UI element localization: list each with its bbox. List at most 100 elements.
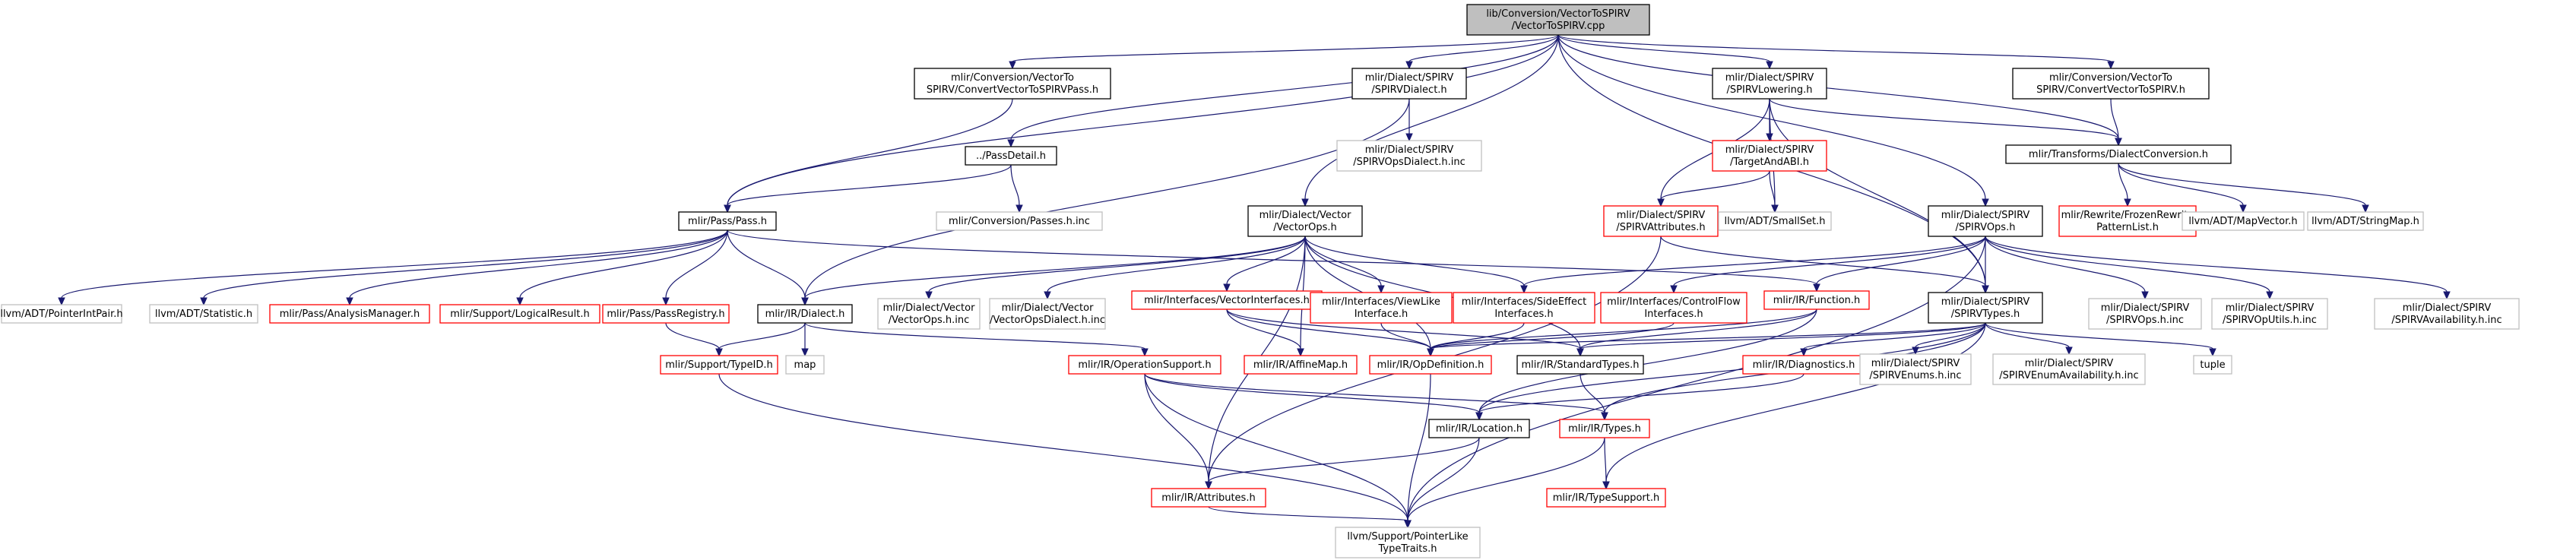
node-pointerintpair[interactable]: llvm/ADT/PointerIntPair.h — [0, 304, 123, 324]
node-passdetail[interactable]: ../PassDetail.h — [965, 146, 1057, 166]
node-box — [2182, 211, 2305, 231]
node-lowering[interactable]: mlir/Dialect/SPIRV/SPIRVLowering.h — [1712, 68, 1827, 100]
node-irdialect[interactable]: mlir/IR/Dialect.h — [757, 304, 853, 324]
node-targetabi[interactable]: mlir/Dialect/SPIRV/TargetAndABI.h — [1712, 140, 1827, 172]
node-typesupport[interactable]: mlir/IR/TypeSupport.h — [1546, 488, 1666, 508]
node-label: llvm/ADT/MapVector.h — [2188, 216, 2297, 227]
node-label: mlir/Dialect/SPIRV — [1617, 210, 1706, 221]
node-label: map — [794, 359, 816, 371]
edge-passh-to-passregistry — [662, 229, 728, 306]
node-convpass[interactable]: mlir/Conversion/VectorToSPIRV/ConvertVec… — [914, 68, 1111, 100]
node-dialectconv[interactable]: mlir/Transforms/DialectConversion.h — [2005, 144, 2232, 164]
node-label: mlir/Dialect/SPIRV — [1365, 144, 1454, 156]
node-spirvopsinc[interactable]: mlir/Dialect/SPIRV/SPIRVOps.h.inc — [2088, 298, 2202, 330]
node-label: mlir/IR/Attributes.h — [1161, 492, 1255, 504]
node-label: /SPIRVDialect.h — [1371, 84, 1446, 96]
node-label: /VectorOpsDialect.h.inc — [990, 315, 1105, 326]
node-label: Interface.h — [1355, 308, 1408, 320]
node-spirvtypes[interactable]: mlir/Dialect/SPIRV/SPIRVTypes.h — [1928, 292, 2043, 324]
node-spirvops[interactable]: mlir/Dialect/SPIRV/SPIRVOps.h — [1928, 205, 2043, 237]
node-diagnostics[interactable]: mlir/IR/Diagnostics.h — [1742, 355, 1865, 375]
node-opdef[interactable]: mlir/IR/OpDefinition.h — [1369, 355, 1492, 375]
node-passes[interactable]: mlir/Conversion/Passes.h.inc — [936, 211, 1103, 231]
edge-vectorops-to-vectorinterfaces — [1223, 236, 1306, 293]
edge-opsupport-to-attributes — [1144, 373, 1212, 490]
node-box — [2088, 298, 2202, 330]
edge-sideeffect-to-opdef — [1427, 322, 1525, 357]
node-map[interactable]: map — [785, 355, 825, 375]
node-box — [1151, 488, 1266, 508]
edge-passh-to-statistic — [200, 229, 728, 306]
node-box — [2307, 211, 2424, 231]
node-box — [1068, 355, 1221, 375]
edge-irdialect-to-map — [801, 323, 809, 357]
node-stdtypes[interactable]: mlir/IR/StandardTypes.h — [1516, 355, 1644, 375]
node-box — [1131, 290, 1323, 310]
node-passh[interactable]: mlir/Pass/Pass.h — [678, 211, 777, 231]
node-spirvenums[interactable]: mlir/Dialect/SPIRV/SPIRVEnums.h.inc — [1859, 353, 1972, 385]
node-vectoropsdialectinc[interactable]: mlir/Dialect/Vector/VectorOpsDialect.h.i… — [989, 298, 1106, 330]
node-spirvoputils[interactable]: mlir/Dialect/SPIRV/SPIRVOpUtils.h.inc — [2211, 298, 2328, 330]
node-statistic[interactable]: llvm/ADT/Statistic.h — [149, 304, 258, 324]
node-passregistry[interactable]: mlir/Pass/PassRegistry.h — [602, 304, 730, 324]
edge-location-to-attributes — [1205, 437, 1480, 490]
node-spirvavail[interactable]: mlir/Dialect/SPIRV/SPIRVAvailability.h.i… — [2374, 298, 2520, 330]
node-vectoropsinc[interactable]: mlir/Dialect/Vector/VectorOps.h.inc — [877, 298, 981, 330]
node-label: SPIRV/ConvertVectorToSPIRV.h — [2036, 84, 2185, 96]
node-box — [1718, 211, 1832, 231]
edge-spirvdialect-to-opsdialectinc — [1405, 99, 1413, 142]
node-opsupport[interactable]: mlir/IR/OperationSupport.h — [1068, 355, 1221, 375]
node-analysismgr[interactable]: mlir/Pass/AnalysisManager.h — [269, 304, 430, 324]
node-logicalresult[interactable]: mlir/Support/LogicalResult.h — [439, 304, 600, 324]
node-label: mlir/Conversion/VectorTo — [951, 72, 1074, 84]
node-label: mlir/Pass/PassRegistry.h — [607, 308, 724, 320]
node-label: mlir/IR/OpDefinition.h — [1377, 359, 1484, 371]
node-affinemap[interactable]: mlir/IR/AffineMap.h — [1244, 355, 1358, 375]
edge-passh-to-pointerintpair — [58, 229, 728, 306]
edge-passh-to-analysismgr — [346, 229, 728, 306]
edge-spirvops-to-function — [1813, 236, 1986, 293]
node-label: /VectorOps.h.inc — [889, 315, 970, 326]
node-box — [2005, 144, 2232, 164]
edge-stdtypes-to-types — [1580, 373, 1608, 421]
node-label: PatternList.h — [2096, 222, 2159, 233]
node-label: mlir/Conversion/Passes.h.inc — [949, 216, 1090, 227]
node-spirvattr[interactable]: mlir/Dialect/SPIRV/SPIRVAttributes.h — [1603, 205, 1719, 237]
graph-edges — [58, 34, 2451, 529]
node-box — [877, 298, 981, 330]
edge-spirvops-to-spirvtypes — [1982, 236, 1989, 294]
node-mapvector[interactable]: llvm/ADT/MapVector.h — [2182, 211, 2305, 231]
node-box — [1310, 292, 1453, 324]
node-box — [757, 304, 853, 324]
node-vectorinterfaces[interactable]: mlir/Interfaces/VectorInterfaces.h — [1131, 290, 1323, 310]
node-function[interactable]: mlir/IR/Function.h — [1763, 290, 1870, 310]
node-spirvenumavail[interactable]: mlir/Dialect/SPIRV/SPIRVEnumAvailability… — [1992, 353, 2146, 385]
node-location[interactable]: mlir/IR/Location.h — [1428, 419, 1530, 438]
node-box — [2058, 205, 2197, 237]
node-smallset[interactable]: llvm/ADT/SmallSet.h — [1718, 211, 1832, 231]
node-types[interactable]: mlir/IR/Types.h — [1559, 419, 1650, 438]
node-box — [1712, 140, 1827, 172]
edge-attributes-to-pointerlike — [1208, 506, 1412, 529]
node-typeid[interactable]: mlir/Support/TypeID.h — [660, 355, 778, 375]
node-opsdialectinc[interactable]: mlir/Dialect/SPIRV/SPIRVOpsDialect.h.inc — [1336, 140, 1482, 172]
node-spirvdialect[interactable]: mlir/Dialect/SPIRV/SPIRVDialect.h — [1351, 68, 1467, 100]
node-vectorops[interactable]: mlir/Dialect/Vector/VectorOps.h — [1247, 205, 1363, 237]
node-label: mlir/IR/Types.h — [1568, 423, 1641, 435]
node-label: /SPIRVLowering.h — [1727, 84, 1813, 96]
edge-opsupport-to-types — [1144, 373, 1608, 421]
node-convh[interactable]: mlir/Conversion/VectorToSPIRV/ConvertVec… — [2012, 68, 2210, 100]
node-root[interactable]: lib/Conversion/VectorToSPIRV/VectorToSPI… — [1466, 4, 1650, 36]
node-label: mlir/Interfaces/ControlFlow — [1607, 296, 1741, 308]
node-box — [1516, 355, 1644, 375]
edge-targetabi-to-smallset — [1769, 170, 1779, 214]
node-label: mlir/Rewrite/FrozenRewrite — [2061, 210, 2194, 221]
node-stringmap[interactable]: llvm/ADT/StringMap.h — [2307, 211, 2424, 231]
node-tuple[interactable]: tuple — [2193, 355, 2232, 375]
node-attributes[interactable]: mlir/IR/Attributes.h — [1151, 488, 1266, 508]
